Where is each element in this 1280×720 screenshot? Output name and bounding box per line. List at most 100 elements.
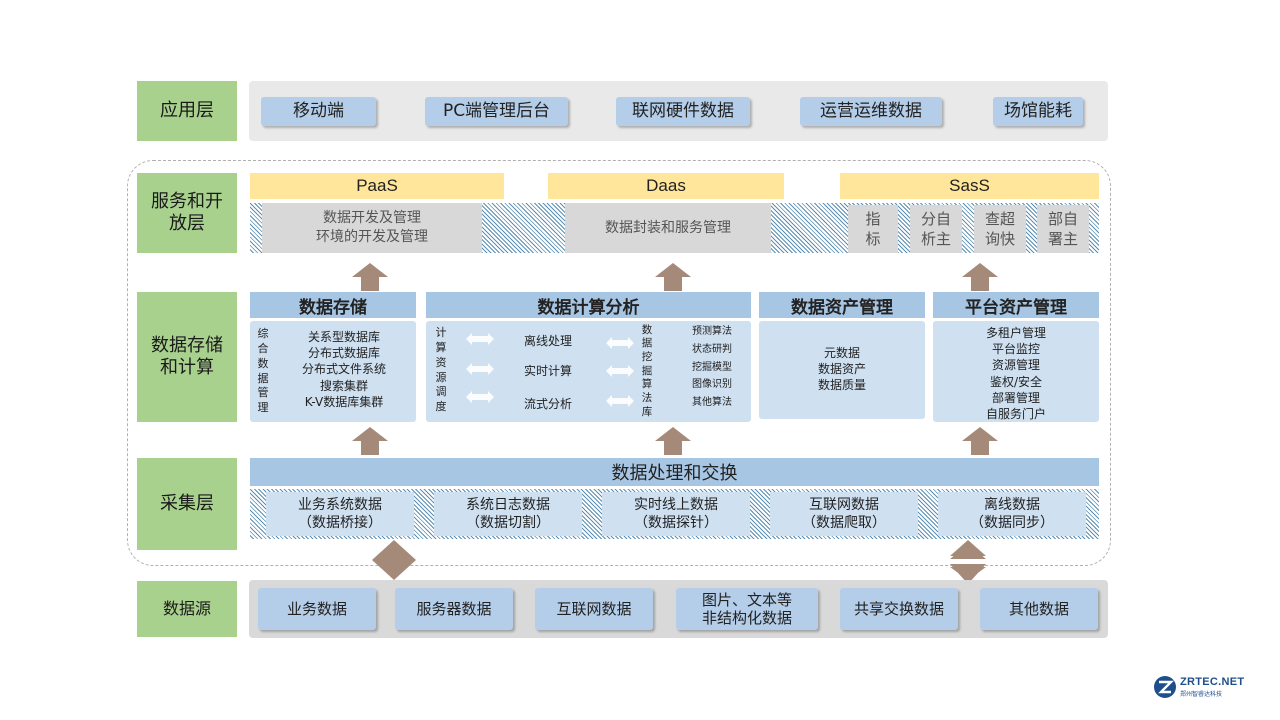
side-char: 资: [435, 355, 447, 369]
source-item-other[interactable]: 其他数据: [980, 588, 1098, 630]
side-char: 据: [257, 371, 269, 385]
layer-label-source: 数据源: [137, 581, 237, 637]
sass-item-text: 指: [865, 209, 881, 228]
source-item-server[interactable]: 服务器数据: [395, 588, 513, 630]
source-item-shared-exchange[interactable]: 共享交换数据: [840, 588, 958, 630]
double-arrow-icon: [466, 333, 494, 345]
storage-item: 分布式文件系统: [301, 362, 386, 377]
platform-item: 自服务门户: [985, 406, 1046, 421]
sass-item-self-analysis: 分自 析主: [910, 205, 962, 253]
compute-panel: 计 算 资 源 调 度 离线处理 实时计算 流式分析 数 据 挖 掘 算 法 库…: [426, 321, 751, 422]
mining-items: 预测算法 状态研判 挖掘模型 图像识别 其他算法: [682, 323, 742, 412]
side-char: 掘: [641, 364, 653, 377]
side-char: 算: [641, 378, 653, 391]
collect-item-line: （数据爬取）: [802, 515, 886, 531]
arrow-up-icon: [352, 427, 388, 455]
layer-label-app: 应用层: [137, 81, 237, 141]
side-char: 管: [257, 386, 269, 400]
layer-label-service: 服务和开放层: [137, 173, 237, 253]
asset-item: 数据质量: [817, 378, 866, 393]
storage-panel: 综 合 数 据 管 理 关系型数据库 分布式数据库 分布式文件系统 搜索集群 K…: [250, 321, 416, 422]
double-arrow-icon: [466, 391, 494, 403]
side-char: 源: [435, 370, 447, 384]
arrow-up-icon: [352, 263, 388, 291]
double-arrow-icon: [606, 365, 634, 377]
arrow-up-icon: [655, 263, 691, 291]
collect-item-syslog: 系统日志数据 （数据切割）: [434, 492, 582, 536]
source-item-line: 图片、文本等: [701, 591, 792, 609]
app-item-ops-data[interactable]: 运营运维数据: [800, 97, 942, 126]
app-item-mobile[interactable]: 移动端: [261, 97, 376, 126]
source-item-internet[interactable]: 互联网数据: [535, 588, 653, 630]
platform-item: 平台监控: [991, 342, 1040, 357]
side-char: 数: [641, 323, 653, 336]
sass-item-fast-query: 查超 询快: [974, 205, 1026, 253]
app-item-venue-energy[interactable]: 场馆能耗: [993, 97, 1083, 126]
platform-panel: 多租户管理 平台监控 资源管理 鉴权/安全 部署管理 自服务门户: [933, 321, 1099, 422]
storage-title: 数据存储: [250, 292, 416, 318]
paas-desc-line1: 数据开发及管理: [323, 210, 421, 227]
storage-item: 分布式数据库: [307, 346, 380, 361]
side-char: 挖: [641, 351, 653, 364]
double-diamond-connector-icon: [950, 540, 986, 584]
mining-item: 其他算法: [692, 397, 732, 409]
side-char: 法: [641, 391, 653, 404]
asset-item: 数据资产: [817, 362, 866, 377]
asset-title: 数据资产管理: [759, 292, 925, 318]
collect-item-line: 实时线上数据: [634, 496, 718, 513]
collect-item-line: 离线数据: [984, 496, 1040, 513]
sass-item-text: 询快: [984, 230, 1015, 248]
source-item-business[interactable]: 业务数据: [258, 588, 376, 630]
brand-z-icon: [1154, 676, 1176, 698]
compute-mode: 实时计算: [524, 364, 573, 378]
sass-item-text: 署主: [1047, 230, 1078, 248]
platform-items: 多租户管理 平台监控 资源管理 鉴权/安全 部署管理 自服务门户: [933, 325, 1099, 422]
brand-subtitle: 郑州智睿达科技: [1180, 691, 1223, 698]
app-item-pc-admin[interactable]: PC端管理后台: [425, 97, 568, 126]
mining-item: 图像识别: [692, 379, 732, 391]
side-char: 理: [257, 401, 269, 415]
collect-item-line: （数据同步）: [970, 515, 1054, 531]
collect-title: 数据处理和交换: [250, 458, 1099, 486]
side-char: 计: [435, 325, 447, 339]
collect-item-internet: 互联网数据 （数据爬取）: [770, 492, 918, 536]
arrow-up-icon: [962, 427, 998, 455]
collect-item-realtime: 实时线上数据 （数据探针）: [602, 492, 750, 536]
storage-item: 搜索集群: [319, 378, 368, 393]
sass-header: SasS: [840, 173, 1099, 199]
platform-item: 鉴权/安全: [989, 374, 1043, 389]
double-arrow-icon: [466, 363, 494, 375]
arrow-up-icon: [962, 263, 998, 291]
collect-item-line: 系统日志数据: [466, 496, 550, 513]
side-char: 调: [435, 385, 447, 399]
app-item-iot-hardware[interactable]: 联网硬件数据: [616, 97, 750, 126]
mining-item: 挖掘模型: [692, 361, 732, 373]
asset-item: 元数据: [823, 346, 860, 360]
platform-item: 部署管理: [991, 390, 1040, 405]
diamond-connector-icon: [372, 540, 416, 580]
side-char: 数: [257, 356, 269, 370]
paas-desc-line2: 环境的开发及管理: [316, 229, 428, 245]
side-char: 据: [641, 337, 653, 350]
source-item-unstructured[interactable]: 图片、文本等 非结构化数据: [676, 588, 818, 630]
daas-desc-box: 数据封装和服务管理: [565, 203, 771, 253]
platform-title: 平台资产管理: [933, 292, 1099, 318]
storage-side-label: 综 合 数 据 管 理: [256, 325, 270, 418]
double-arrow-icon: [606, 337, 634, 349]
sass-item-text: 析主: [920, 230, 951, 248]
mining-side-label: 数 据 挖 掘 算 法 库: [640, 321, 654, 422]
platform-item: 资源管理: [991, 358, 1040, 373]
asset-items: 元数据 数据资产 数据质量: [759, 345, 925, 394]
collect-item-offline: 离线数据 （数据同步）: [938, 492, 1086, 536]
brand-logo: ZRTEC.NET 郑州智睿达科技: [1153, 675, 1253, 701]
storage-item: 关系型数据库: [307, 330, 380, 344]
asset-panel: 元数据 数据资产 数据质量: [759, 321, 925, 419]
compute-title: 数据计算分析: [426, 292, 751, 318]
sass-item-text: 标: [865, 230, 881, 248]
mining-item: 预测算法: [692, 326, 732, 337]
collect-item-line: 业务系统数据: [298, 496, 382, 513]
platform-item: 多租户管理: [985, 326, 1046, 340]
collect-item-line: （数据探针）: [634, 515, 718, 531]
sass-item-metric: 指 标: [848, 205, 898, 253]
source-item-line: 非结构化数据: [701, 609, 792, 627]
